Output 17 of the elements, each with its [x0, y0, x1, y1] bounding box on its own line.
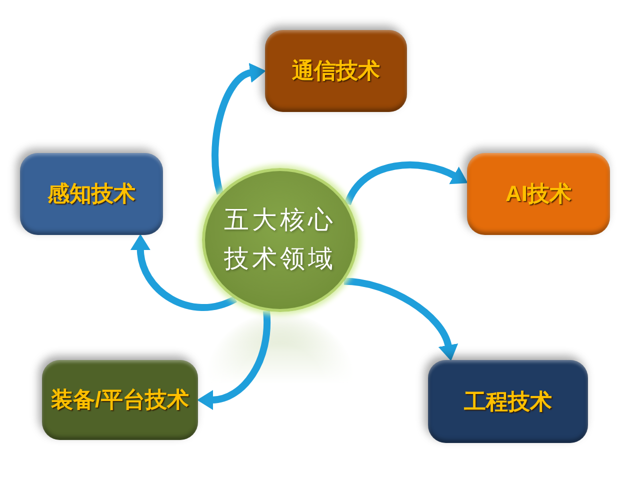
topic-box: [42, 360, 198, 440]
topic-label: AI技术: [506, 180, 572, 208]
curved-arrow: [197, 310, 271, 410]
topic-box: [265, 30, 407, 112]
topic-label: 感知技术: [48, 180, 136, 208]
topic-box: [467, 153, 610, 235]
topic-label: 装备/平台技术: [50, 386, 190, 414]
topic-box: [20, 153, 163, 235]
curved-arrow: [130, 234, 237, 311]
curved-arrow: [344, 162, 468, 206]
curved-arrow: [344, 278, 458, 361]
curved-arrow: [212, 64, 266, 194]
hub-circle: [202, 168, 358, 312]
topic-label: 通信技术: [292, 57, 380, 85]
topic-label: 工程技术: [464, 388, 552, 416]
hub-label: 五大核心技术领域: [223, 204, 337, 275]
topic-box: [428, 360, 588, 443]
